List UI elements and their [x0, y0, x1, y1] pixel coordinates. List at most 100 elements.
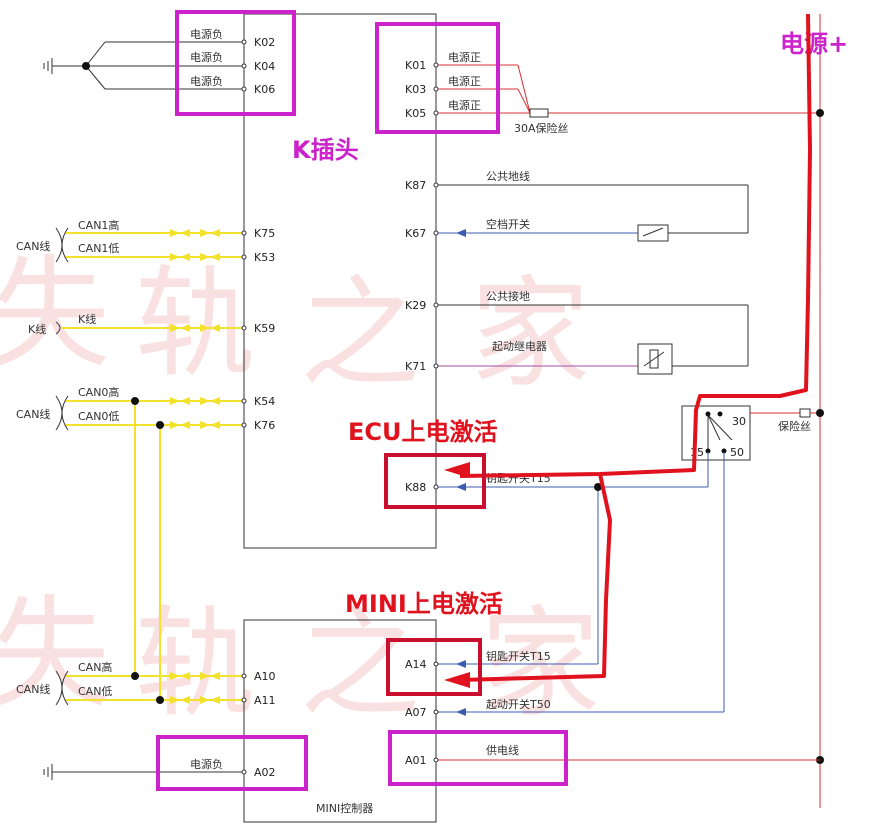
pin-k87-label: 公共地线: [486, 169, 530, 183]
pin-k01: K01: [405, 59, 426, 72]
mini-controller-box: [243, 619, 437, 823]
fuse-icon: [799, 408, 811, 418]
watermark-char: 轨: [135, 255, 255, 394]
pin-k06-label: 电源负: [190, 74, 223, 88]
pin-a10: A10: [254, 670, 276, 683]
k-line-label: K线: [78, 312, 96, 326]
pin-k29-label: 公共接地: [486, 290, 530, 303]
pin-k75: K75: [254, 227, 275, 240]
pin-a02: A02: [254, 766, 276, 779]
pin-a11: A11: [254, 694, 276, 707]
k88-arrow: [456, 483, 466, 491]
junction-dot: [82, 62, 90, 70]
can0-high-label: CAN0高: [78, 385, 119, 399]
pin-k29: K29: [405, 299, 426, 312]
pin-k04: K04: [254, 60, 275, 73]
pin-k04-label: 电源负: [190, 50, 223, 64]
pin-a01-label: 供电线: [486, 743, 519, 757]
can-line-label-1: CAN线: [16, 239, 50, 253]
pin-k88: K88: [405, 481, 426, 494]
watermark-char: 失: [0, 585, 110, 724]
junction-dot: [816, 409, 824, 417]
k-line-arrows: [170, 324, 220, 332]
ecu-box: [243, 13, 437, 549]
neutral-switch-icon: [637, 224, 669, 242]
switch-terminal-dot: [705, 411, 711, 417]
switch-terminal-50: 50: [730, 446, 744, 459]
pin-k06: K06: [254, 83, 275, 96]
pin-k76: K76: [254, 419, 275, 432]
can0-arrows: [170, 397, 220, 704]
can1-arrows: [170, 229, 220, 261]
can-line-label-3: CAN线: [16, 682, 50, 696]
power-plus-annotation: 电源+: [780, 30, 848, 58]
mini-controller-title: MINI控制器: [316, 801, 373, 815]
switch-terminal-dot: [705, 448, 711, 454]
pin-k53: K53: [254, 251, 275, 264]
pin-k05: K05: [405, 107, 426, 120]
ecu-activation-annotation: ECU上电激活: [348, 418, 498, 446]
power-positive-wires: [436, 64, 820, 114]
ground-group-top: [43, 41, 244, 90]
can1-high-label: CAN1高: [78, 218, 119, 232]
k87-k67-loop: [436, 184, 749, 234]
pin-a14: A14: [405, 658, 427, 671]
mini-can-high-label: CAN高: [78, 660, 112, 674]
fuse-30a-label: 30A保险丝: [514, 121, 569, 135]
a07-arrow: [456, 708, 466, 716]
switch-terminal-30: 30: [732, 415, 746, 428]
switch-terminal-15: 15: [690, 446, 704, 459]
junction-dot: [816, 109, 824, 117]
pin-k67: K67: [405, 227, 426, 240]
pin-k03: K03: [405, 83, 426, 96]
can0-twist-icon: [55, 395, 69, 706]
ecu-activation-path: [459, 13, 812, 478]
can0-low-label: CAN0低: [78, 410, 119, 423]
k67-arrow: [456, 229, 466, 237]
pin-k59: K59: [254, 322, 275, 335]
pin-stubs: [241, 39, 439, 775]
fuse-30a-icon: [529, 108, 549, 118]
pin-k71-label: 起动继电器: [492, 340, 547, 353]
highlight-boxes: [156, 10, 568, 791]
pin-k71: K71: [405, 360, 426, 373]
mini-activation-annotation: MINI上电激活: [345, 590, 503, 618]
pin-a14-label: 钥匙开关T15: [486, 649, 551, 663]
pin-k02: K02: [254, 36, 275, 49]
k-line-connector-icon: [55, 321, 61, 335]
watermark-char: 之: [300, 595, 420, 734]
ignition-switch-box: [681, 405, 751, 461]
fuse-label: 保险丝: [778, 419, 811, 433]
mini-can-low-label: CAN低: [78, 685, 112, 698]
pin-a07-label: 起动开关T50: [486, 697, 551, 711]
k-line-external-label: K线: [28, 322, 46, 336]
ecu-activation-arrowhead: [444, 462, 470, 478]
watermark-char: 失: [0, 245, 110, 384]
pin-k01-label: 电源正: [448, 50, 481, 64]
watermark-char: 家: [470, 265, 590, 404]
activation-boxes: [384, 453, 486, 696]
pin-k67-label: 空档开关: [486, 217, 530, 231]
mini-power-neg-label: 电源负: [190, 757, 223, 771]
can1-twist-icon: [55, 227, 69, 263]
watermark-char: 之: [300, 265, 420, 404]
pin-k05-label: 电源正: [448, 98, 481, 112]
pin-a07: A07: [405, 706, 427, 719]
watermark-char: 轨: [135, 595, 255, 734]
a14-arrow: [456, 660, 466, 668]
k-connector-annotation: K插头: [292, 136, 359, 164]
pin-a01: A01: [405, 754, 427, 767]
pin-k02-label: 电源负: [190, 27, 223, 41]
can1-low-label: CAN1低: [78, 242, 119, 255]
junction-dot: [594, 483, 602, 491]
mini-activation-arrowhead: [444, 672, 470, 688]
k29-k71-loop: [436, 304, 749, 367]
switch-terminal-dot: [721, 448, 727, 454]
can0-junctions: [131, 397, 164, 704]
can-line-label-2: CAN线: [16, 407, 50, 421]
switch-terminal-dot: [717, 411, 723, 417]
pin-k87: K87: [405, 179, 426, 192]
pin-k03-label: 电源正: [448, 74, 481, 88]
ground-symbol-mini: [43, 764, 244, 780]
